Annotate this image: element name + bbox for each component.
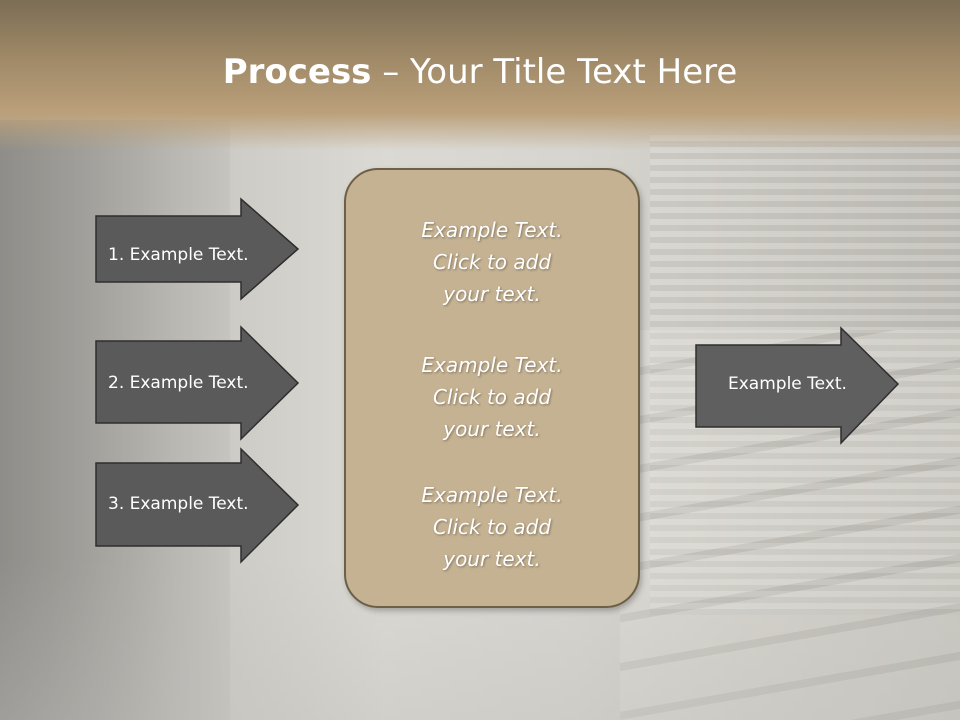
paragraph-line: Example Text. bbox=[421, 483, 563, 507]
slide-title[interactable]: Process – Your Title Text Here bbox=[0, 52, 960, 92]
title-bar bbox=[0, 0, 960, 150]
center-paragraph-3: Example Text. Click to add your text. bbox=[346, 479, 638, 575]
left-arrow-3[interactable]: 3. Example Text. bbox=[95, 447, 300, 564]
left-arrow-2-label: 2. Example Text. bbox=[108, 373, 249, 393]
arrow-shape-icon bbox=[95, 197, 300, 301]
paragraph-line: your text. bbox=[443, 547, 541, 571]
left-arrow-1-label: 1. Example Text. bbox=[108, 245, 249, 265]
left-arrow-2[interactable]: 2. Example Text. bbox=[95, 325, 300, 441]
paragraph-line: Click to add bbox=[432, 250, 552, 274]
right-arrow-label: Example Text. bbox=[728, 374, 847, 394]
left-arrow-1[interactable]: 1. Example Text. bbox=[95, 197, 300, 301]
paragraph-line: Click to add bbox=[432, 385, 552, 409]
left-arrow-3-label: 3. Example Text. bbox=[108, 494, 249, 514]
center-paragraph-1: Example Text. Click to add your text. bbox=[346, 214, 638, 310]
title-bold: Process bbox=[222, 52, 372, 92]
arrow-shape-icon bbox=[695, 326, 900, 445]
title-rest: – Your Title Text Here bbox=[371, 52, 738, 92]
arrow-shape-icon bbox=[95, 447, 300, 564]
center-text-box[interactable]: Example Text. Click to add your text. Ex… bbox=[344, 168, 640, 608]
paragraph-line: Example Text. bbox=[421, 353, 563, 377]
paragraph-line: Click to add bbox=[432, 515, 552, 539]
right-arrow[interactable]: Example Text. bbox=[695, 326, 900, 445]
paragraph-line: your text. bbox=[443, 282, 541, 306]
arrow-shape-icon bbox=[95, 325, 300, 441]
center-paragraph-2: Example Text. Click to add your text. bbox=[346, 349, 638, 445]
paragraph-line: Example Text. bbox=[421, 218, 563, 242]
paragraph-line: your text. bbox=[443, 417, 541, 441]
